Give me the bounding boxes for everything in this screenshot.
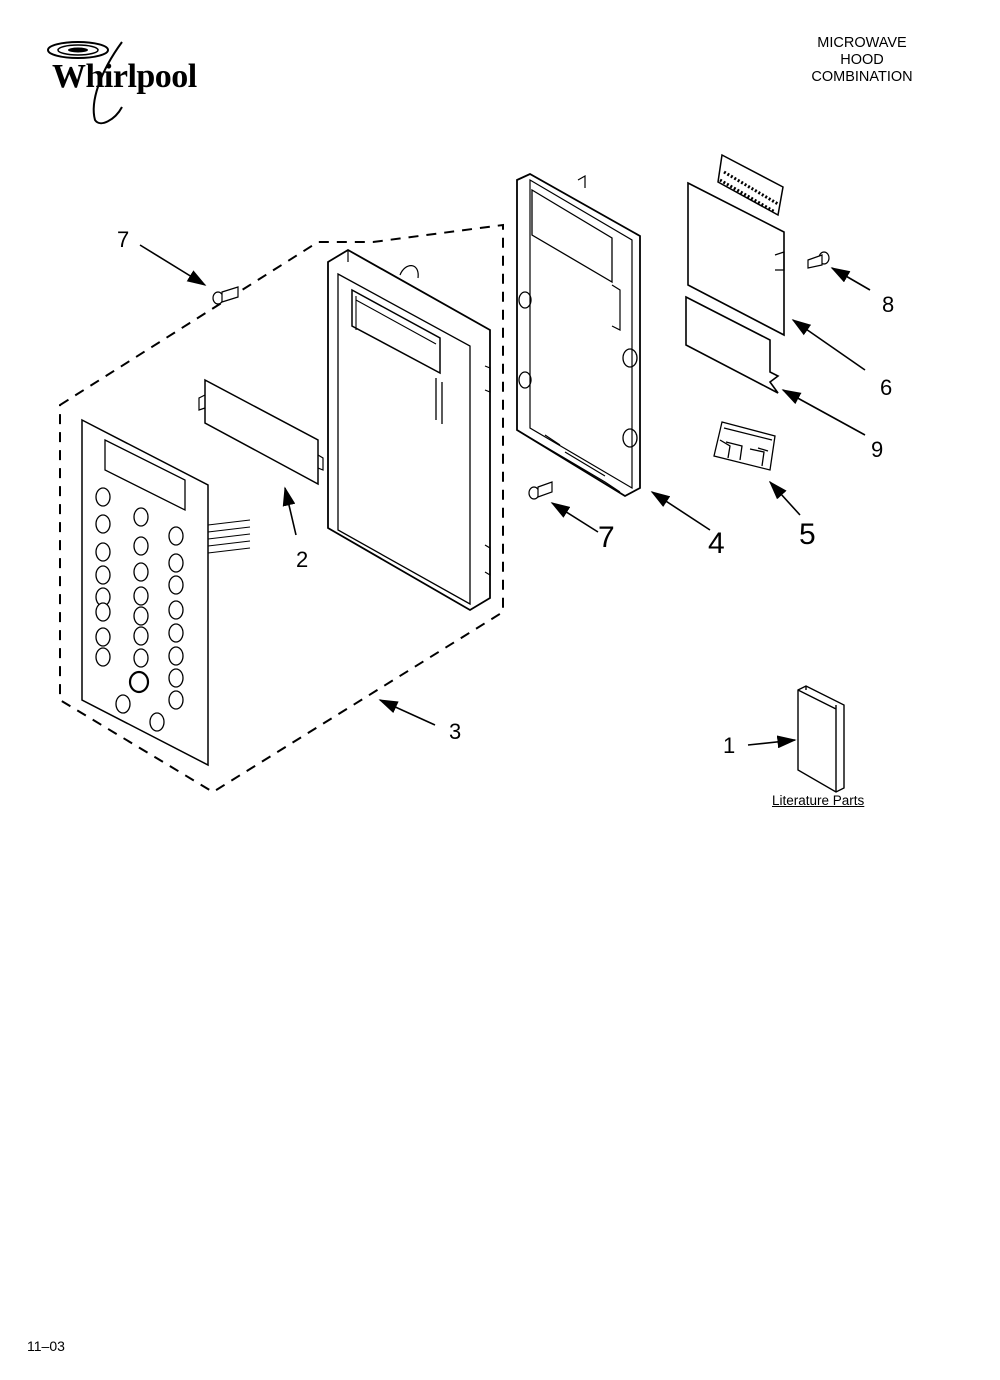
display-window — [198, 378, 324, 486]
screw-board — [807, 251, 830, 269]
callout-4: 4 — [708, 527, 725, 560]
leader-arrows — [139, 244, 871, 749]
callout-7-right: 7 — [598, 521, 615, 554]
whirlpool-logo — [47, 41, 123, 125]
title-line-2: HOOD — [840, 52, 884, 68]
footer-date-code: 11–03 — [27, 1338, 65, 1354]
brand-wordmark: Whirlpool — [52, 58, 197, 95]
assembly-dashed-outline — [59, 223, 504, 794]
title-line-3: COMBINATION — [811, 69, 913, 85]
bracket — [713, 421, 776, 471]
control-housing — [516, 172, 641, 498]
callout-9: 9 — [871, 437, 884, 462]
screw-left — [212, 286, 239, 305]
control-panel-frame — [327, 248, 491, 612]
circuit-board — [687, 153, 785, 337]
callout-1: 1 — [723, 733, 736, 758]
literature-booklet — [797, 685, 845, 793]
keypad-buttons — [95, 487, 184, 732]
callout-6: 6 — [880, 375, 893, 400]
callout-8: 8 — [882, 292, 895, 317]
insulator-sheet — [685, 295, 780, 394]
screw-right — [528, 481, 553, 500]
callout-3: 3 — [449, 719, 462, 744]
callout-2: 2 — [296, 547, 309, 572]
diagram-title: MICROWAVE HOOD COMBINATION — [762, 35, 962, 86]
literature-parts-caption: Literature Parts — [772, 793, 865, 808]
title-line-1: MICROWAVE — [817, 35, 907, 51]
callout-5: 5 — [799, 518, 816, 551]
keypad-overlay — [81, 418, 251, 767]
callout-7-left: 7 — [117, 227, 130, 252]
